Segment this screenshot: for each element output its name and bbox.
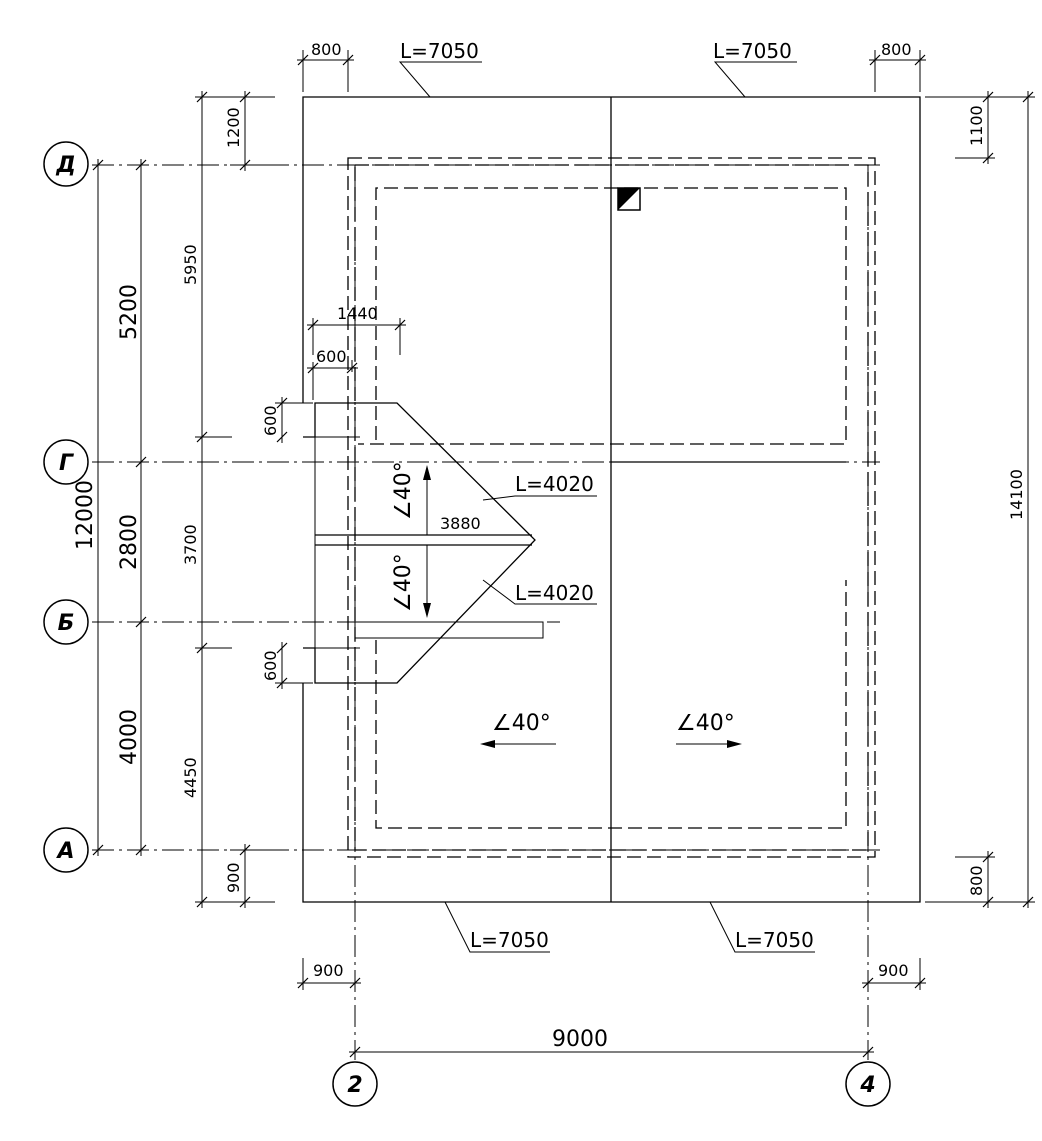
grid-axes — [92, 164, 880, 1060]
axis-bubble-a — [43, 827, 89, 873]
dim-right-1100: 1100 — [967, 105, 986, 146]
axis-bubbles: Д Г Б А 2 4 — [43, 141, 891, 1107]
outer-wall-dashed — [347, 157, 876, 858]
edge-label-dormer-upper: L=4020 — [515, 472, 594, 496]
dim-left-12000: 12000 — [73, 480, 98, 550]
roof-outer-edge — [302, 96, 921, 903]
axis-bubble-g — [43, 439, 89, 485]
dim-bottom-right-900: 900 — [878, 961, 909, 980]
dim-left-5200: 5200 — [117, 284, 142, 340]
slope-label-dormer-bottom: ∠40° — [391, 553, 416, 612]
dim-dormer-600-top: 600 — [261, 405, 280, 436]
dormer-outline — [303, 402, 536, 684]
dormer-dimensions: 1440 600 600 600 3880 — [261, 304, 481, 689]
wall-outlines — [347, 157, 876, 858]
dormer — [303, 402, 536, 684]
dim-left-900: 900 — [224, 862, 243, 893]
edge-label-dormer-lower: L=4020 — [515, 581, 594, 605]
roof-outline — [302, 96, 921, 903]
axis-label-a: А — [55, 839, 74, 864]
dim-left-1200: 1200 — [224, 107, 243, 148]
dim-right-800: 800 — [967, 865, 986, 896]
dim-left-5950: 5950 — [181, 244, 200, 285]
outer-wall-dashed-inner — [354, 164, 869, 851]
dim-top-right-800: 800 — [881, 40, 912, 59]
bottom-dimensions: 900 900 9000 — [297, 958, 926, 1058]
axis-label-4: 4 — [859, 1073, 875, 1098]
dim-left-2800: 2800 — [117, 514, 142, 570]
axis-bubble-4 — [845, 1061, 891, 1107]
edge-label-top-right: L=7050 — [713, 39, 792, 63]
inner-wall-upper — [358, 187, 847, 445]
axis-bubble-b — [43, 599, 89, 645]
axis-label-d: Д — [55, 153, 76, 178]
left-dimensions: 12000 5200 2800 4000 5950 3700 4450 1200… — [73, 91, 275, 908]
axis-bubble-2 — [332, 1061, 378, 1107]
dim-dormer-600-horizontal: 600 — [316, 347, 347, 366]
dim-dormer-600-bottom: 600 — [261, 650, 280, 681]
dim-right-14100: 14100 — [1007, 469, 1026, 520]
dim-dormer-3880: 3880 — [440, 514, 481, 533]
right-dimensions: 1100 800 14100 — [925, 91, 1035, 908]
inner-wall-lower — [375, 580, 847, 829]
slope-label-main-right: ∠40° — [676, 711, 735, 736]
dim-left-3700: 3700 — [181, 524, 200, 565]
edge-label-top-left: L=7050 — [400, 39, 479, 63]
dim-top-left-800: 800 — [311, 40, 342, 59]
axis-label-2: 2 — [347, 1073, 362, 1098]
axis-label-g: Г — [59, 451, 74, 476]
axis-bubble-d — [43, 141, 89, 187]
axis-label-b: Б — [58, 611, 75, 636]
slope-label-main-left: ∠40° — [492, 711, 551, 736]
slope-indicators: ∠40° ∠40° ∠40° ∠40° — [391, 461, 742, 748]
slope-label-dormer-top: ∠40° — [391, 461, 416, 520]
edge-label-bottom-right: L=7050 — [735, 928, 814, 952]
dim-left-4450: 4450 — [181, 757, 200, 798]
dim-left-4000: 4000 — [117, 709, 142, 765]
edge-label-bottom-left: L=7050 — [470, 928, 549, 952]
dim-axes-9000: 9000 — [552, 1027, 608, 1052]
dim-bottom-left-900: 900 — [313, 961, 344, 980]
corner-marker — [617, 187, 641, 211]
edge-length-labels: L=7050 L=7050 L=7050 L=7050 L=4020 L=402… — [398, 39, 815, 953]
axis-b-stub — [355, 621, 544, 639]
top-dimensions: 800 800 — [297, 40, 926, 92]
dim-dormer-1440: 1440 — [337, 304, 378, 323]
